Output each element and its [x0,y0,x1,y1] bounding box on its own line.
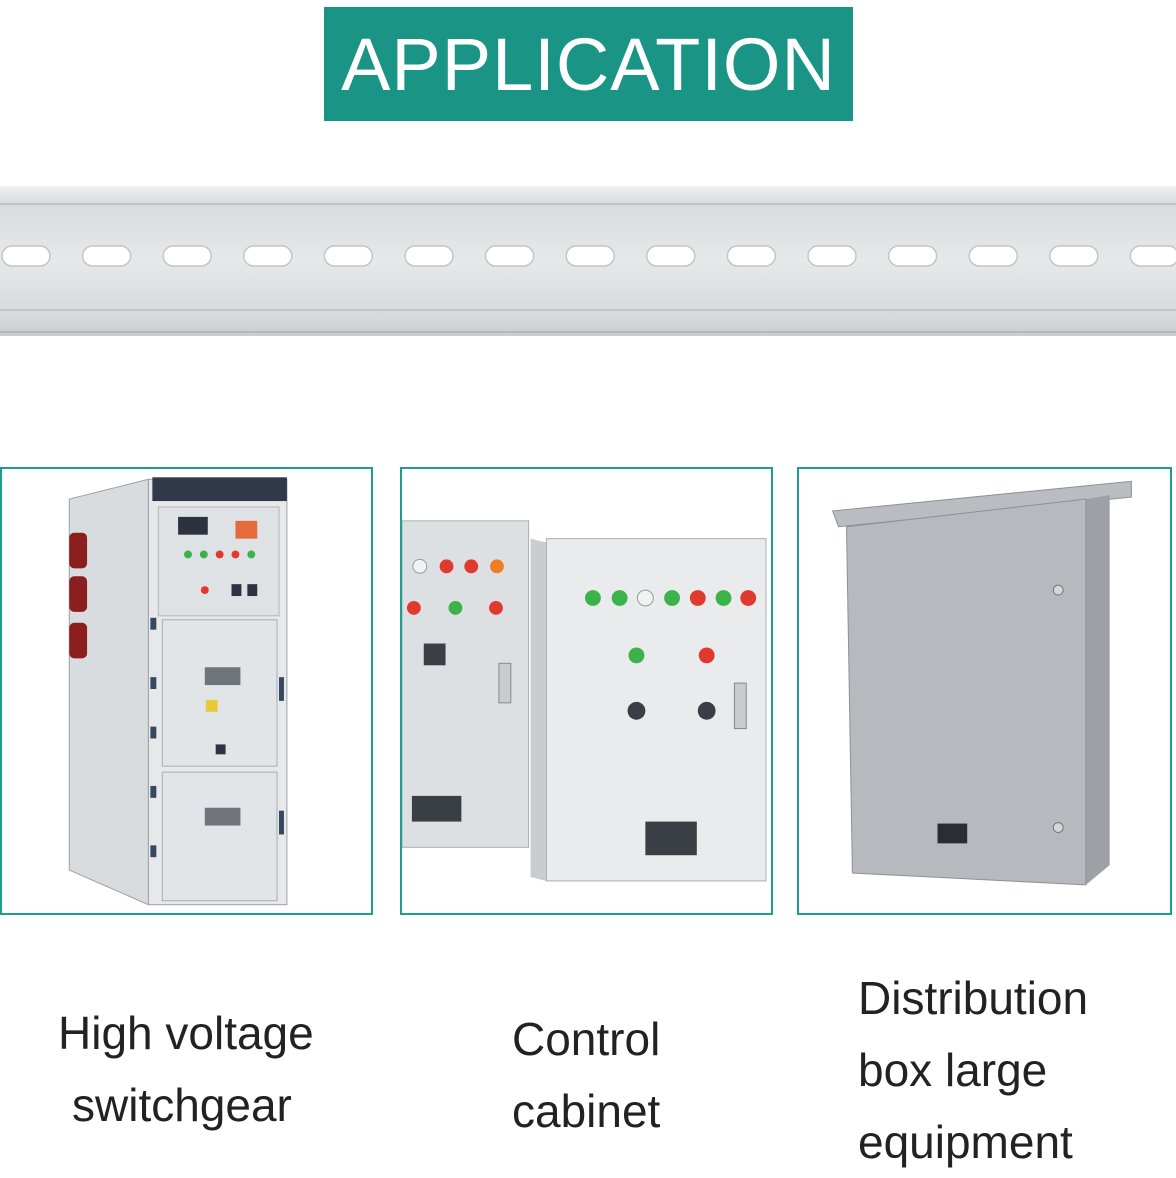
rail-slot [162,245,212,267]
application-title-banner: APPLICATION [324,7,853,121]
caption-line: Control [512,1013,661,1065]
rail-slot [726,245,777,267]
caption-line: cabinet [512,1085,661,1137]
rail-slot [646,245,696,267]
rail-slot [968,245,1018,267]
distribution-box-photo [797,467,1172,915]
rail-slot [243,245,293,267]
rail-slot [807,245,857,267]
banner-title: APPLICATION [341,22,836,106]
rail-slot [484,245,535,267]
caption-high-voltage-switchgear: High voltage switchgear [58,997,314,1141]
caption-line: Distribution [858,972,1089,1024]
control-cabinet-photo [400,467,773,915]
rail-slot [1049,245,1099,267]
caption-line: High voltage [58,1007,314,1059]
caption-line: box large [858,1044,1048,1096]
rail-slot [1129,245,1176,267]
din-rail-image [0,186,1176,336]
caption-line: switchgear [72,1079,292,1131]
high-voltage-switchgear-photo [0,467,373,915]
caption-control-cabinet: Control cabinet [512,1003,660,1147]
rail-slot [404,245,454,267]
rail-slot [565,245,615,267]
rail-slot [323,245,374,267]
rail-slot [81,245,132,267]
rail-slot [887,245,938,267]
caption-line: equipment [858,1116,1073,1168]
rail-slot [1,245,51,267]
caption-distribution-box: Distribution box large equipment [858,962,1088,1178]
